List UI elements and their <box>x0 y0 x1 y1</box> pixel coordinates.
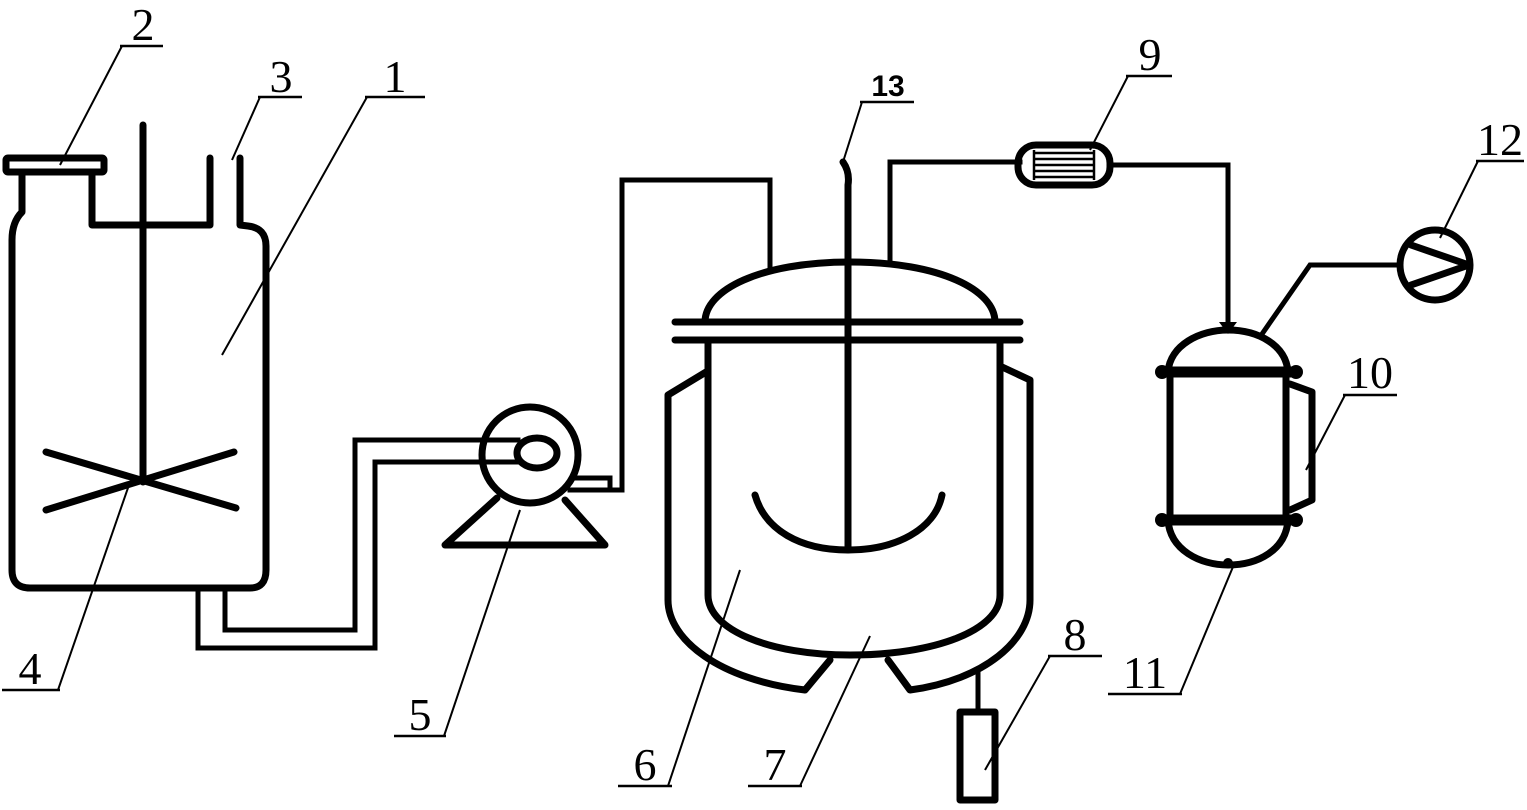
feed-tank-impeller-blade-b <box>42 448 238 514</box>
vacuum-pump <box>1396 226 1474 304</box>
label-8-leader <box>984 655 1051 771</box>
label-13-text: 13 <box>871 70 904 103</box>
label-9: 9 <box>1089 29 1172 151</box>
label-6-text: 6 <box>634 739 657 790</box>
receiver-bolt <box>1155 365 1169 379</box>
label-10-leader <box>1305 394 1346 471</box>
reactor-stirrer-paddle <box>751 491 946 554</box>
label-2-text: 2 <box>132 0 155 50</box>
receiver-bolt <box>1155 513 1169 527</box>
label-3-leader <box>231 96 261 161</box>
label-11: 11 <box>1108 561 1236 698</box>
receiver-bolt <box>1289 365 1303 379</box>
feed-pipe-inner-wall <box>222 437 521 633</box>
feed-tank <box>2 121 270 592</box>
vacuum-pump-arrow-icon <box>1407 241 1473 289</box>
reactor-stirrer-shaft <box>839 158 852 554</box>
transfer-pump <box>441 177 773 549</box>
label-4: 4 <box>2 481 131 694</box>
label-2: 2 <box>59 0 163 166</box>
reactor-inner-vessel <box>704 336 1004 659</box>
label-9-leader <box>1089 75 1129 151</box>
reactor-vapor-pipe <box>887 159 1023 265</box>
label-10-text: 10 <box>1347 347 1393 398</box>
label-6: 6 <box>618 569 741 790</box>
label-12: 12 <box>1439 114 1524 239</box>
label-13-leader <box>842 101 863 163</box>
label-11-text: 11 <box>1123 647 1167 698</box>
feed-pipe-outer-wall <box>195 459 521 651</box>
reactor-jacket-left <box>664 368 834 694</box>
label-10: 10 <box>1305 347 1397 471</box>
transfer-pump-impeller <box>513 434 561 472</box>
condenser <box>1014 141 1237 334</box>
transfer-pump-outlet-pipe <box>567 177 773 493</box>
receiver-bolt <box>1289 513 1303 527</box>
label-9-text: 9 <box>1139 29 1162 80</box>
label-12-text: 12 <box>1477 114 1523 165</box>
reactor <box>664 158 1034 715</box>
label-5-leader <box>443 509 521 737</box>
feed-pipe <box>195 437 521 651</box>
label-11-leader <box>1179 561 1236 695</box>
label-1-leader <box>221 96 368 356</box>
receiver-bottom-port <box>1223 558 1233 568</box>
transfer-pump-outlet-stub <box>573 475 613 493</box>
label-12-leader <box>1439 160 1479 239</box>
label-5: 5 <box>394 509 521 740</box>
label-7-leader <box>799 635 871 787</box>
receiver <box>1155 262 1403 569</box>
label-7-text: 7 <box>764 739 787 790</box>
feed-tank-body <box>8 154 270 592</box>
label-8: 8 <box>984 609 1102 771</box>
receiver-sight-glass <box>1286 380 1316 514</box>
transfer-pump-stand <box>441 494 609 549</box>
reactor-jacket-right <box>884 362 1034 694</box>
vacuum-line <box>1258 262 1403 338</box>
label-3-text: 3 <box>270 51 293 102</box>
receiver-top-dome <box>1164 326 1292 376</box>
label-8-text: 8 <box>1064 609 1087 660</box>
condensate-pipe <box>1107 162 1231 325</box>
label-1-text: 1 <box>384 51 407 102</box>
label-4-leader <box>57 481 131 691</box>
label-6-leader <box>667 569 741 787</box>
product-collector <box>956 708 999 804</box>
label-3: 3 <box>231 51 302 161</box>
label-13: 13 <box>842 70 914 163</box>
feed-tank-cap <box>2 154 108 176</box>
transfer-pump-casing <box>478 403 582 507</box>
label-1: 1 <box>221 51 425 356</box>
label-7: 7 <box>748 635 871 790</box>
label-5-text: 5 <box>409 689 432 740</box>
label-2-leader <box>59 45 123 166</box>
label-4-text: 4 <box>19 643 42 694</box>
